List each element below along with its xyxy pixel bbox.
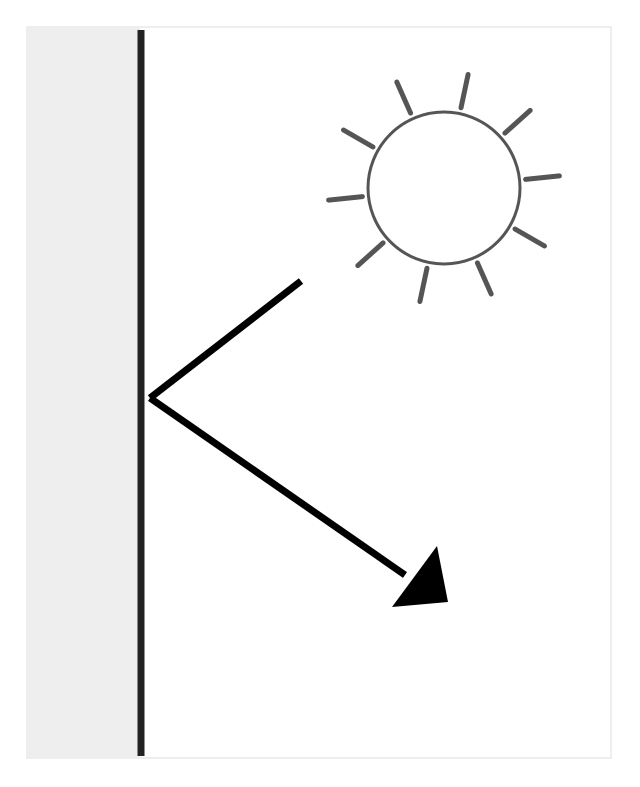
sun-ray <box>417 265 430 304</box>
sun-rays <box>326 72 562 304</box>
mirror-surface-shading <box>28 28 140 757</box>
sun-ray <box>326 194 365 203</box>
sun-ray <box>512 226 547 249</box>
sun-ray <box>474 260 494 297</box>
reflected-ray <box>148 395 407 578</box>
sun-ray <box>355 240 386 269</box>
reflected-ray-arrowhead <box>392 546 448 607</box>
incident-ray <box>147 278 304 401</box>
sun-ray <box>458 72 471 111</box>
sun-ray <box>394 79 414 116</box>
sun-ray <box>523 173 562 182</box>
sun-ray <box>502 107 533 136</box>
sun-disc <box>366 110 522 266</box>
sun-ray <box>341 127 376 150</box>
sun-icon <box>326 72 562 304</box>
